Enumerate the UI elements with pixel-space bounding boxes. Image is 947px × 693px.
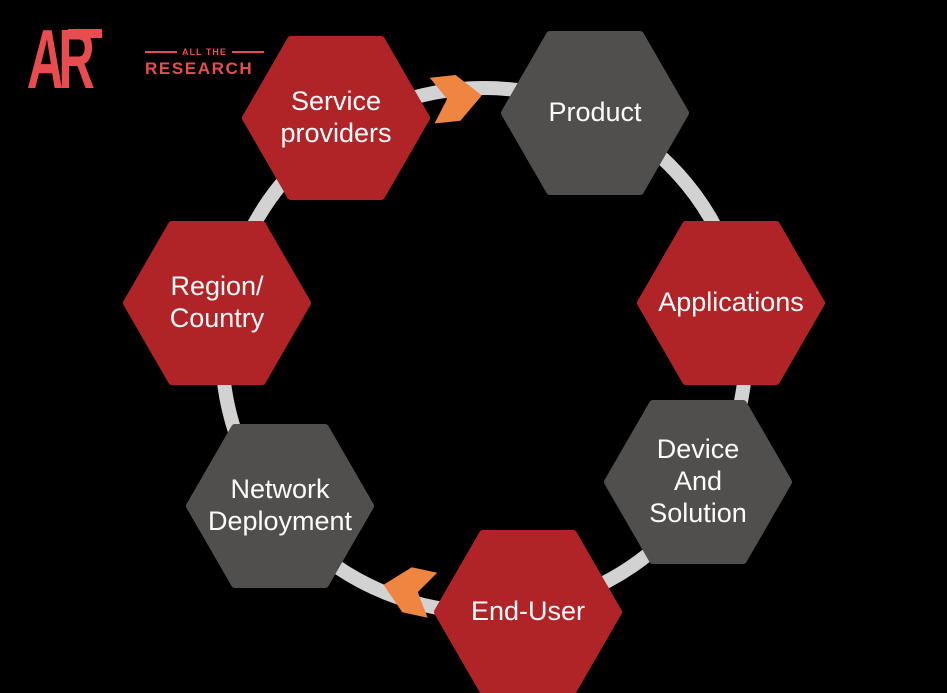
- flow-arrow-left-icon: [383, 567, 438, 618]
- hexagon-device-and-solution: [604, 400, 792, 564]
- logo-tagline: ALL THE RESEARCH: [145, 47, 264, 94]
- tagline-dash-right: [231, 51, 264, 53]
- hexagon-network-deployment: [186, 424, 374, 588]
- tagline-top-text: ALL THE: [182, 47, 227, 57]
- logo-tagline-bottom: RESEARCH: [145, 59, 254, 78]
- hexagon-service-providers: [242, 36, 430, 200]
- tagline-dash-left: [145, 51, 177, 53]
- hexagon-product: [501, 31, 689, 195]
- atr-logo: AR ALL THE RESEARCH: [26, 12, 264, 106]
- logo-t-bar: [68, 29, 102, 38]
- hexagon-region-country: [123, 221, 311, 385]
- logo-tagline-top: ALL THE: [145, 47, 264, 57]
- logo-letter-r: R: [58, 12, 94, 106]
- hexagon-end-user: [434, 530, 622, 693]
- hexagon-applications: [637, 221, 825, 385]
- flow-arrow-right-icon: [429, 75, 482, 124]
- logo-letter-a: A: [26, 12, 61, 106]
